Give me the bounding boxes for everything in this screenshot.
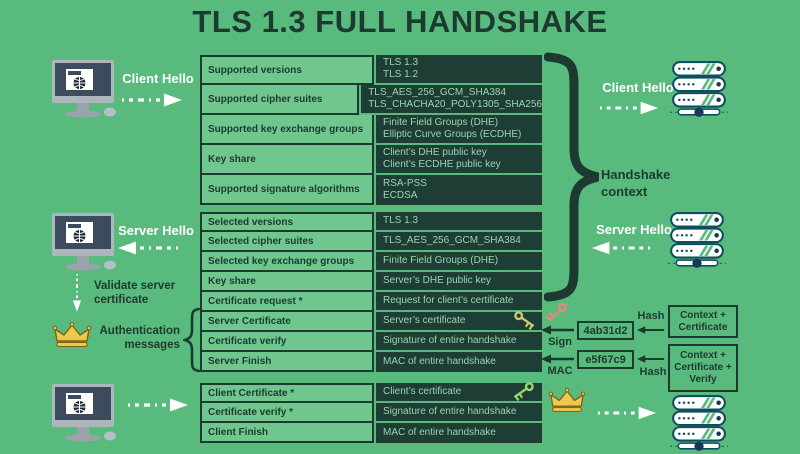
table-row: Supported key exchange groups Finite Fie… [200,115,542,145]
server-computer-icon [46,212,120,274]
row-value: Server’s DHE public key [376,272,542,292]
row-value: Finite Field Groups (DHE) [376,252,542,272]
crown-icon-right [548,387,586,413]
row-label: Key share [200,272,374,292]
server-certificate-key-icon [511,309,537,332]
table-row: Selected versions TLS 1.3 [200,212,542,232]
row-label: Client Certificate * [200,383,374,403]
hash-label-2: Hash [639,366,667,378]
row-value: MAC of entire handshake [376,423,542,443]
row-label: Certificate verify [200,332,374,352]
table-row: Certificate request * Request for client… [200,292,542,312]
row-label: Client Finish [200,423,374,443]
table-row: Client Finish MAC of entire handshake [200,423,542,443]
row-label: Selected cipher suites [200,232,374,252]
server-hello-table: Selected versions TLS 1.3 Selected ciphe… [200,212,542,372]
client-computer-icon-bottom [46,383,120,445]
table-row: Supported signature algorithms RSA-PSS E… [200,175,542,205]
context-certificate-box: Context + Certificate [668,305,738,338]
server-rack-icon-middle [668,211,726,271]
row-label: Key share [200,145,374,175]
client-hello-left-arrow-icon [120,93,184,107]
table-row: Server Finish MAC of entire handshake [200,352,542,372]
client-hello-table: Supported versions TLS 1.3 TLS 1.2 Suppo… [200,55,542,205]
row-label: Selected versions [200,212,374,232]
context-certificate-verify-box: Context + Certificate + Verify [668,344,738,392]
client-finish-arrow-icon [126,398,190,412]
hash-label-1: Hash [637,310,665,322]
handshake-context-brace [544,52,602,302]
table-row: Certificate verify Signature of entire h… [200,332,542,352]
table-row: Selected key exchange groups Finite Fiel… [200,252,542,272]
table-row: Supported versions TLS 1.3 TLS 1.2 [200,55,542,85]
row-label: Server Finish [200,352,374,372]
validate-down-arrow-icon [71,273,83,313]
table-row: Key share Server’s DHE public key [200,272,542,292]
table-row: Selected cipher suites TLS_AES_256_GCM_S… [200,232,542,252]
row-value: TLS_AES_256_GCM_SHA384 TLS_CHACHA20_POLY… [361,85,542,115]
row-label: Supported cipher suites [200,85,360,115]
sign-key-icon [543,299,569,325]
row-label: Supported signature algorithms [200,175,374,205]
client-finish-right-arrow-icon [596,406,658,420]
table-row: Key share Client’s DHE public key Client… [200,145,542,175]
sign-arrow-icon [541,325,575,335]
row-value: Signature of entire handshake [376,403,542,423]
server-hello-left-label: Server Hello [118,223,194,238]
row-value: Server’s certificate [376,312,542,332]
row-value: Finite Field Groups (DHE) Elliptic Curve… [376,115,542,145]
row-label: Supported versions [200,55,374,85]
table-row: Client Certificate * Client’s certificat… [200,383,542,403]
table-row: Supported cipher suites TLS_AES_256_GCM_… [200,85,542,115]
client-hello-right-label: Client Hello [602,80,674,95]
sign-label: Sign [548,336,572,348]
validate-server-certificate-label: Validate server certificate [94,280,176,306]
client-finish-table: Client Certificate * Client’s certificat… [200,383,542,443]
row-value: Client’s DHE public key Client’s ECDHE p… [376,145,542,175]
client-certificate-key-icon [511,380,537,403]
handshake-context-label: Handshake context [601,167,671,199]
server-rack-icon-top [670,60,728,120]
mac-arrow-icon [541,354,575,364]
server-hello-left-arrow-icon [116,241,180,255]
authentication-brace [183,307,201,373]
row-value: RSA-PSS ECDSA [376,175,542,205]
row-value: TLS_AES_256_GCM_SHA384 [376,232,542,252]
server-hello-right-arrow-icon [590,241,652,255]
row-value: TLS 1.3 TLS 1.2 [376,55,542,85]
row-label: Supported key exchange groups [200,115,374,145]
table-row: Server Certificate Server’s certificate [200,312,542,332]
row-value: Request for client’s certificate [376,292,542,312]
row-label: Certificate request * [200,292,374,312]
client-hello-left-label: Client Hello [122,71,194,86]
row-value: TLS 1.3 [376,212,542,232]
hash-arrow-icon-1 [637,325,665,335]
hash-digest-box-2: e5f67c9 [577,350,634,369]
hash-digest-box-1: 4ab31d2 [577,321,634,340]
server-hello-right-label: Server Hello [596,222,672,237]
mac-label: MAC [547,365,573,377]
authentication-messages-label: Authentication messages [99,325,181,351]
row-value: Signature of entire handshake [376,332,542,352]
client-hello-right-arrow-icon [598,101,660,115]
row-label: Selected key exchange groups [200,252,374,272]
page-title: TLS 1.3 FULL HANDSHAKE [192,4,608,39]
client-computer-icon [46,59,120,121]
row-label: Server Certificate [200,312,374,332]
server-rack-icon-bottom [670,394,728,454]
row-value: Client’s certificate [376,383,542,403]
table-row: Certificate verify * Signature of entire… [200,403,542,423]
hash-arrow-icon-2 [637,354,665,364]
row-label: Certificate verify * [200,403,374,423]
row-value: MAC of entire handshake [376,352,542,372]
